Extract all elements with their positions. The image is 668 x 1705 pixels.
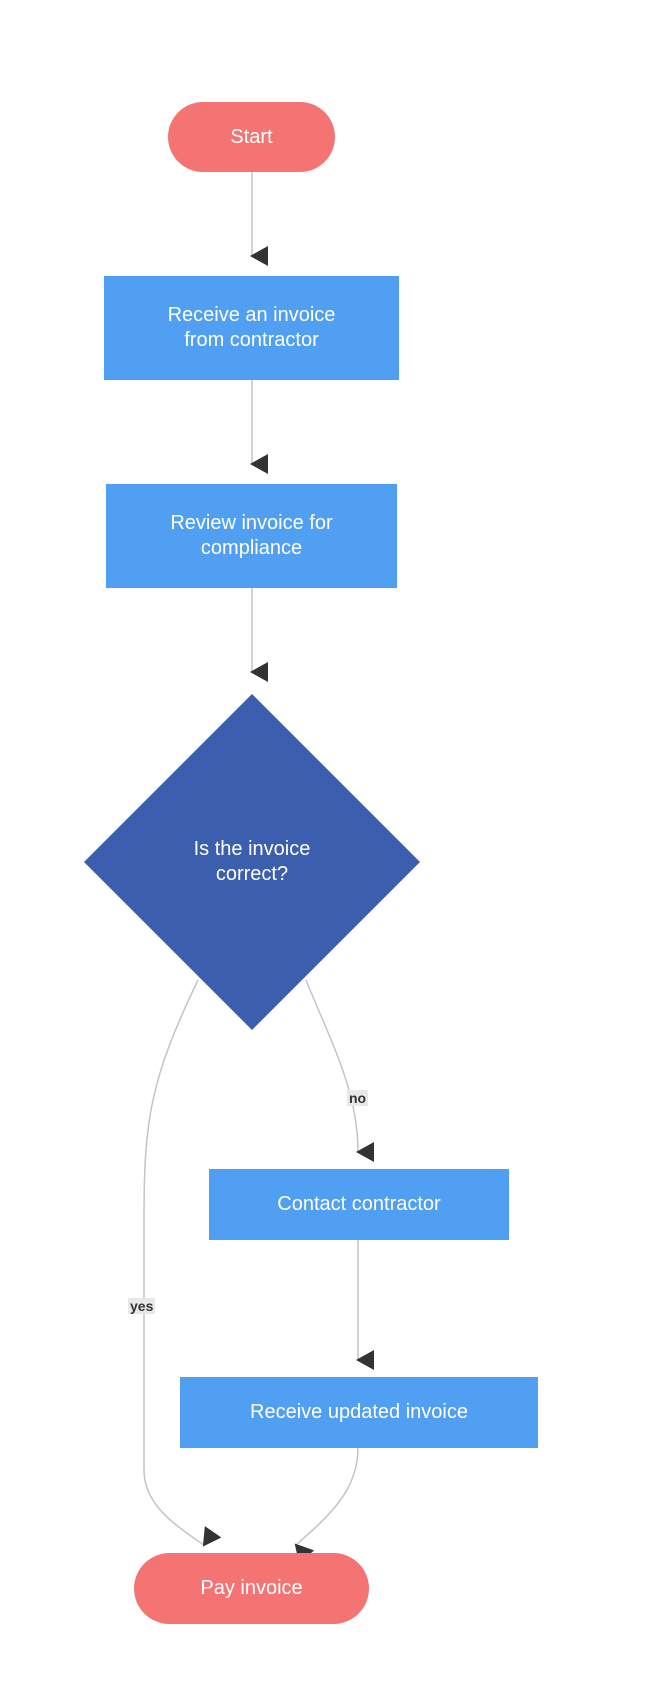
receive-updated-invoice-node: Receive updated invoice: [180, 1377, 538, 1448]
contact-contractor-node: Contact contractor: [209, 1169, 509, 1240]
pay-invoice-node: Pay invoice: [134, 1553, 369, 1624]
edge-receive-updated-to-pay: [294, 1447, 359, 1564]
decision-diamond: [84, 694, 420, 1030]
start-node: Start: [168, 102, 335, 172]
receive-invoice-node: Receive an invoice from contractor: [104, 276, 399, 380]
edge-decision-no: [305, 979, 375, 1162]
edge-label-yes: yes: [128, 1298, 156, 1314]
edge-decision-yes: [143, 979, 222, 1547]
edge-label-no: no: [347, 1090, 369, 1106]
review-invoice-node: Review invoice for compliance: [106, 484, 397, 588]
decision-node-label: Is the invoice correct?: [193, 838, 311, 885]
